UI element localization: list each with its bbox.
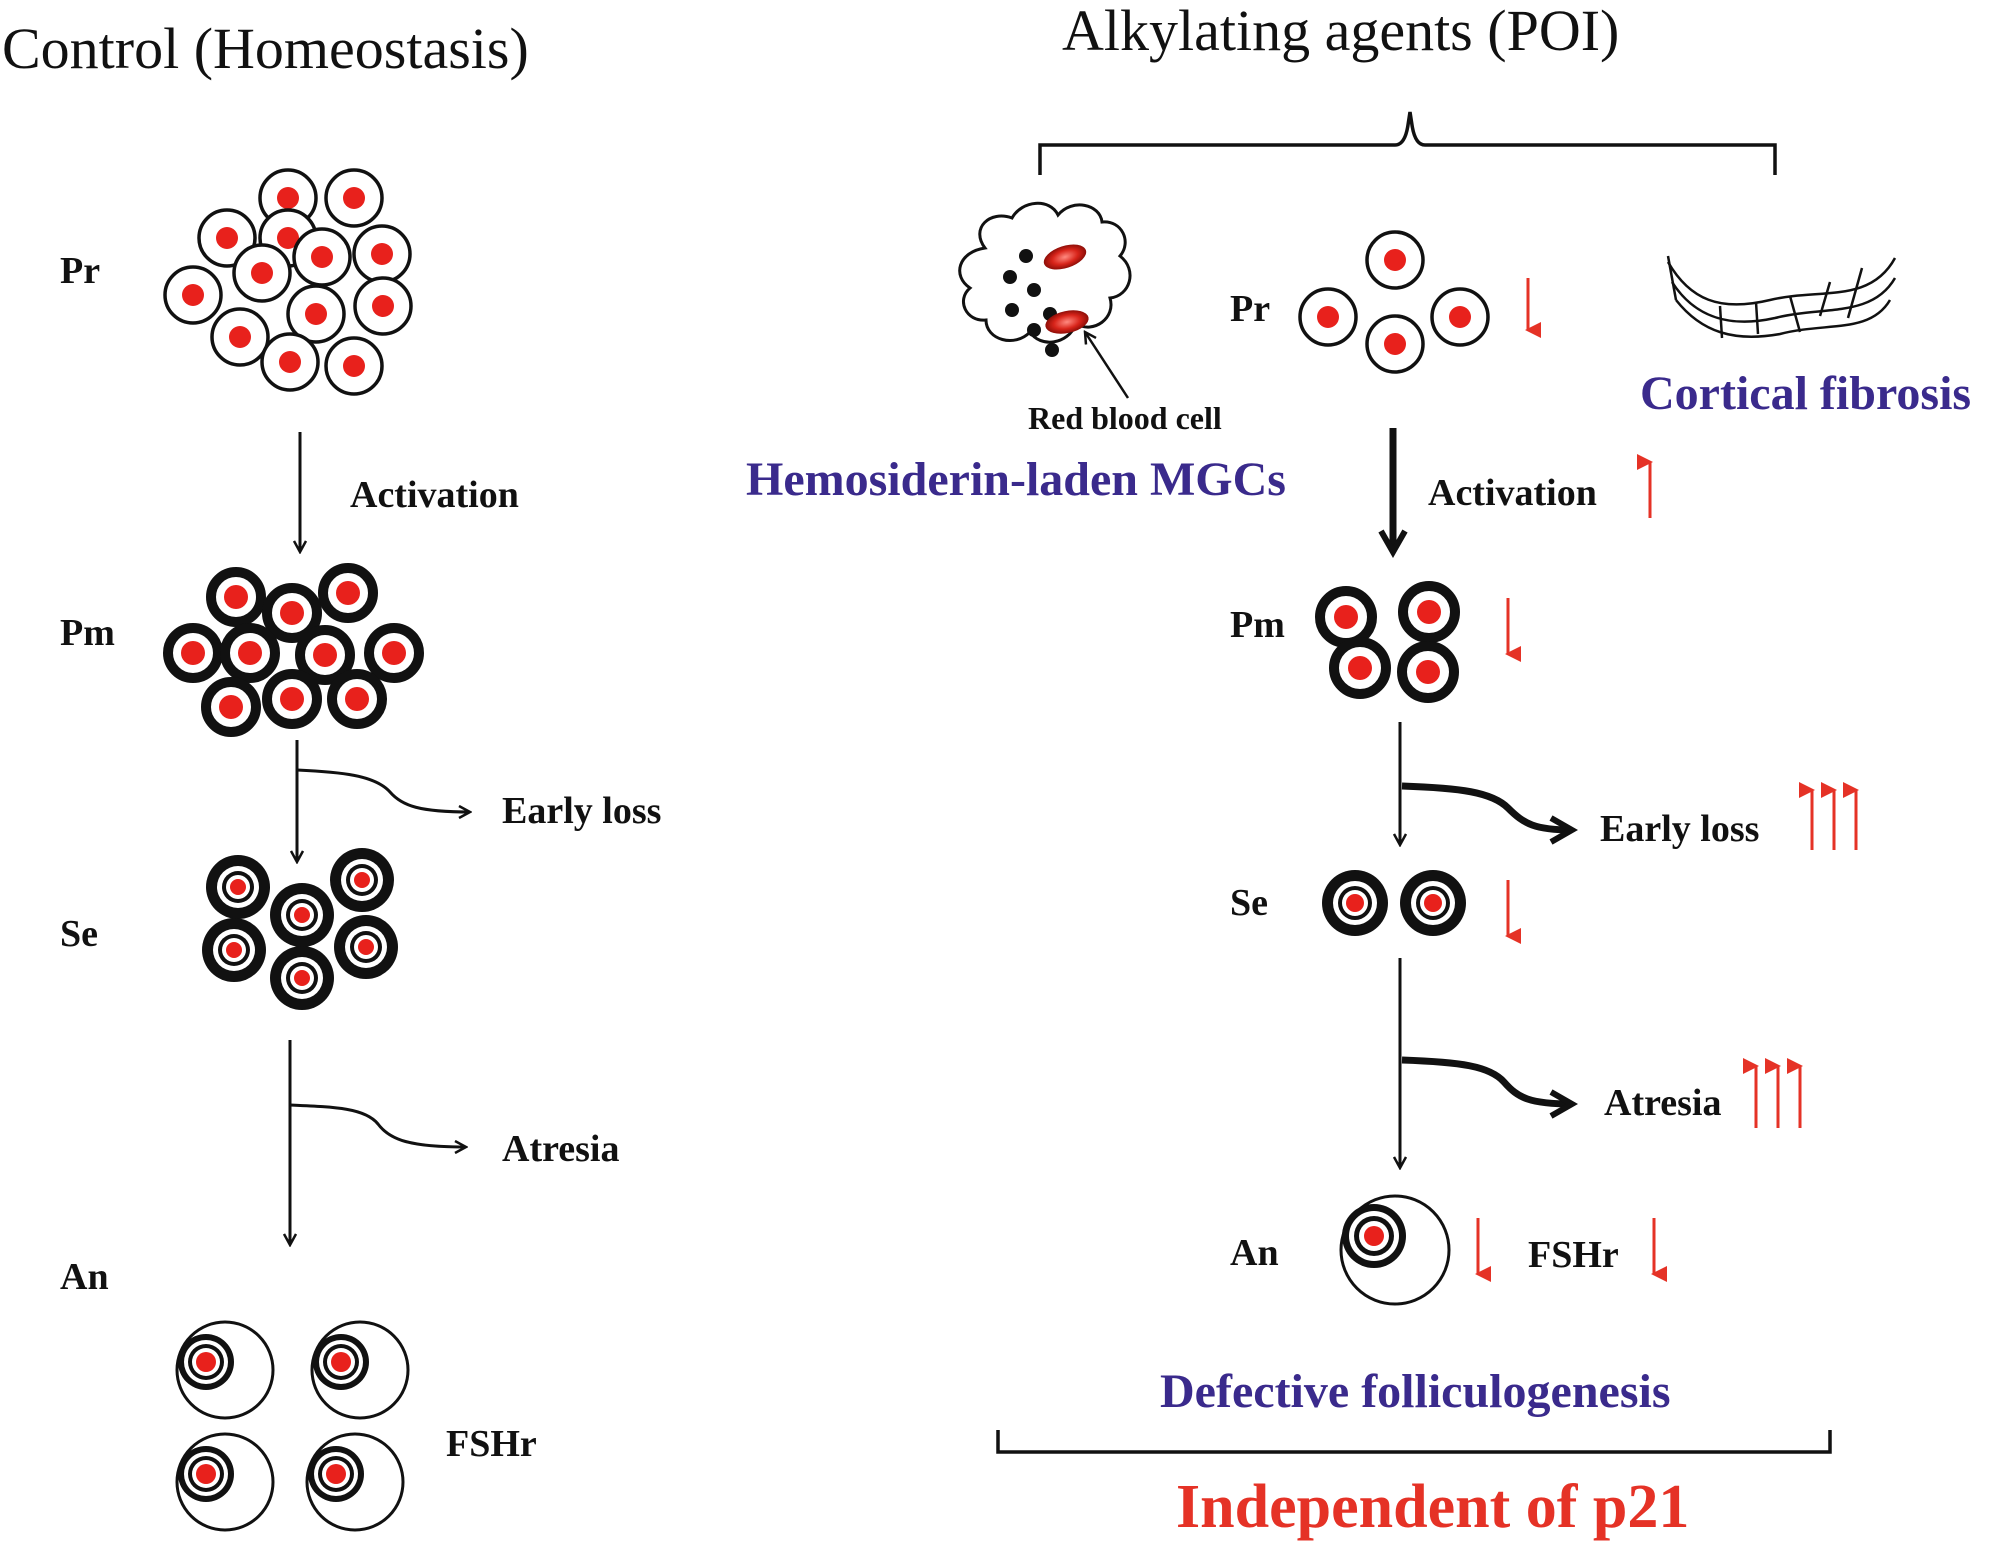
secondary-follicle [270,946,334,1010]
primordial-follicle [324,336,384,396]
control-title: Control (Homeostasis) [2,16,529,81]
control-fshr-label: FSHr [446,1423,537,1465]
primordial-follicle [1365,314,1425,374]
primary-follicle [1398,581,1460,643]
primary-follicle [327,669,387,729]
secondary-follicle [330,848,394,912]
top-brace [1038,111,1777,175]
secondary-follicle [270,883,334,947]
control-primary-follicles [163,563,424,737]
control-label-pm: Pm [60,612,115,654]
primary-follicle [163,623,223,683]
primordial-follicle [353,276,413,336]
primary-follicle [364,623,424,683]
control-early-loss-arrow [296,768,470,812]
primordial-follicle [352,224,412,284]
antral-follicle [310,1320,410,1420]
secondary-follicle [1322,870,1388,936]
control-secondary-follicles [202,848,398,1010]
primordial-follicle [286,284,346,344]
control-label-pr: Pr [60,250,101,292]
antral-follicle [175,1432,275,1532]
control-activation-label: Activation [350,474,519,516]
defective-folliculogenesis-label: Defective folliculogenesis [1160,1365,1671,1418]
antral-follicle [305,1432,405,1532]
hemosiderin-dot [1019,249,1033,263]
primordial-follicle [324,168,384,228]
red-blood-cell-pointer [1085,332,1130,399]
hemosiderin-dot [1005,303,1019,317]
primary-follicle [295,625,355,685]
primary-follicle [206,567,266,627]
atresia-triple-up-arrows [1743,1058,1803,1128]
secondary-follicle [334,915,398,979]
poi-atresia-label: Atresia [1604,1082,1722,1124]
poi-label-pr: Pr [1230,288,1271,330]
poi-antral-follicle [1339,1194,1451,1306]
primary-follicle [1315,586,1377,648]
primary-follicle [1397,641,1459,703]
primary-follicle [1329,637,1391,699]
mgc-cell-icon [958,201,1132,399]
red-blood-cell-icon [1043,244,1087,270]
hemosiderin-dot [1003,270,1017,284]
secondary-follicle [1400,870,1466,936]
poi-atresia-arrow [1401,1056,1572,1104]
control-primordial-follicles [163,168,413,396]
primordial-follicle [210,307,270,367]
hemosiderin-dot [1027,283,1041,297]
poi-early-loss-label: Early loss [1600,808,1760,850]
poi-early-loss-arrow [1401,782,1572,830]
control-label-se: Se [60,913,98,955]
secondary-follicle [202,918,266,982]
poi-label-an: An [1230,1232,1279,1274]
poi-fshr-label: FSHr [1528,1234,1619,1276]
poi-activation-label: Activation [1428,472,1597,514]
primary-follicle [201,677,261,737]
primordial-follicle [232,243,292,303]
control-label-an: An [60,1256,109,1298]
poi-primary-follicles [1315,581,1460,703]
primordial-follicle [1430,287,1490,347]
primordial-follicle [163,265,223,325]
control-antral-follicles [175,1320,410,1532]
hemosiderin-dot [1027,323,1041,337]
primordial-follicle [1365,230,1425,290]
hemosiderin-dot [1045,343,1059,357]
secondary-follicle [206,855,270,919]
poi-title: Alkylating agents (POI) [1062,0,1620,63]
primary-follicle [262,669,322,729]
primordial-follicle [292,227,352,287]
independent-of-p21-label: Independent of p21 [1176,1473,1690,1541]
antral-follicle [175,1320,275,1420]
control-atresia-label: Atresia [502,1128,620,1170]
poi-label-pm: Pm [1230,604,1285,646]
primordial-follicle [1298,287,1358,347]
poi-label-se: Se [1230,882,1268,924]
bottom-bracket [996,1430,1832,1454]
primary-follicle [318,563,378,623]
poi-secondary-follicles [1322,870,1466,936]
primary-follicle [220,623,280,683]
early-loss-triple-up-arrows [1799,782,1859,850]
poi-primordial-follicles [1298,230,1490,374]
control-atresia-arrow [289,1103,466,1147]
control-early-loss-label: Early loss [502,790,662,832]
cortical-fibrosis-label: Cortical fibrosis [1640,367,1972,420]
red-blood-cell-icon [1045,310,1089,334]
mgcs-label: Hemosiderin-laden MGCs [746,453,1286,506]
primordial-follicle [260,332,320,392]
primary-follicle [262,583,322,643]
cortical-fibrosis-icon [1666,255,1897,339]
red-blood-cell-label: Red blood cell [1028,400,1222,436]
